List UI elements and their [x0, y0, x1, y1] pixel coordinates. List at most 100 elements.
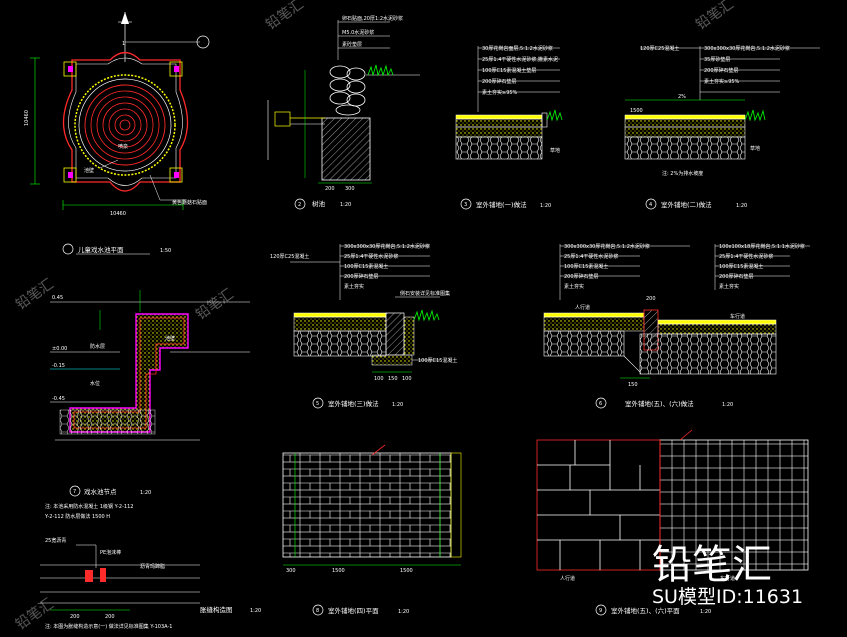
pool-dim-height: 10460	[24, 110, 30, 126]
pool-dim-width: 10460	[110, 211, 126, 217]
road3-dim-2: 150	[388, 376, 398, 382]
joint-note: 注: 本图为胀缝构造示意(一) 做法详见标准图集 Y-103A-1	[45, 623, 172, 630]
joint-label-3: 沥青玛蹄脂	[140, 563, 165, 570]
joint-title: 胀缝构造图	[200, 605, 233, 614]
plan56-title: 室外铺地(五)、(六)平面	[611, 606, 680, 615]
plan56-scale: 1:20	[700, 609, 711, 615]
road56-labelL: 人行道	[575, 304, 590, 311]
joint-detail	[40, 544, 200, 611]
road56-title: 室外铺地(五)、(六)做法	[625, 399, 694, 408]
callout-9: 9	[599, 608, 602, 614]
road56-R4: 200厚碎石垫层	[719, 273, 754, 280]
callout-7: 7	[73, 489, 76, 495]
road2-scale: 1:20	[736, 203, 747, 209]
section-level-1: 0.45	[52, 295, 63, 301]
pool-title: 儿童戏水池平面	[78, 245, 124, 254]
joint-dim-2: 200	[105, 614, 115, 620]
section-label-2: 防水层	[90, 343, 105, 350]
callout-8: 8	[316, 608, 319, 614]
wall-section	[267, 20, 420, 210]
road3-bottom: 100厚C15混凝土	[418, 357, 457, 364]
section-level-3: -0.15	[52, 363, 65, 369]
callout-6: 6	[599, 401, 602, 407]
callout-5: 5	[316, 401, 319, 407]
road3-layer-3: 100厚C15素混凝土	[344, 263, 388, 270]
svg-text:铅笔汇: 铅笔汇	[263, 0, 307, 33]
pool-plan	[30, 12, 210, 255]
section-level-4: -0.45	[52, 396, 65, 402]
road3-scale: 1:20	[392, 402, 403, 408]
road3-dim-3: 100	[402, 376, 412, 382]
road3-layer-5: 素土夯实	[344, 283, 364, 290]
road56-R2: 25厚1:4干硬性水泥砂浆	[719, 253, 773, 260]
watermark-brand: 铅笔汇	[652, 542, 772, 588]
joint-label-1: 25宽沥青	[45, 537, 66, 544]
road56-L1: 300x300x30厚花岗岩,5:1:2水泥砂浆	[564, 243, 650, 250]
pool-scale: 1:50	[160, 248, 171, 254]
pool-label-center: 喷泉	[118, 143, 128, 150]
plan4-scale: 1:20	[398, 609, 409, 615]
road56-section	[543, 244, 810, 409]
section-note-1: 注: 本池采用防水混凝土 1级钢 Y-2-112	[45, 503, 133, 510]
callout-3: 3	[464, 202, 467, 208]
plan56	[536, 429, 809, 616]
callout-2: 2	[298, 202, 301, 208]
callout-1: 1	[122, 41, 125, 47]
section-label-1: 池壁	[165, 335, 175, 342]
road2-dim: 1500	[630, 108, 643, 114]
joint-scale: 1:20	[250, 608, 261, 614]
plan56-labelL: 人行道	[560, 575, 575, 582]
pool-label-edge: 池壁	[84, 167, 94, 174]
road56-L3: 100厚C15素混凝土	[564, 263, 608, 270]
road56-scale: 1:20	[722, 402, 733, 408]
plan4	[282, 444, 462, 616]
text-layer: 儿童戏水池平面 1:50 10460 10460 喷泉 池壁 黄色蘑菇石贴面 1…	[24, 15, 805, 630]
road56-L4: 200厚碎石垫层	[564, 273, 599, 280]
road2-layer-1: 120厚C25混凝土	[640, 45, 679, 52]
plan4-dim-2: 1500	[332, 568, 345, 574]
plan4-dim-1: 300	[286, 568, 296, 574]
road56-R3: 100厚C15素混凝土	[719, 263, 763, 270]
road2-title: 室外铺地(二)做法	[661, 200, 712, 209]
section-scale: 1:20	[140, 490, 151, 496]
road3-title: 室外铺地(三)做法	[328, 399, 379, 408]
road1-layer-4: 200厚碎石垫层	[482, 78, 517, 85]
svg-text:铅笔汇: 铅笔汇	[193, 286, 237, 323]
road1-layer-3: 100厚C15素混凝土垫层	[482, 67, 536, 74]
road2-ground: 草地	[750, 145, 760, 152]
road2-slope: 2%	[678, 94, 686, 100]
road56-R5: 素土夯实	[719, 283, 739, 290]
road56-L2: 25厚1:4干硬性水泥砂浆	[564, 253, 618, 260]
road2-section	[624, 46, 820, 210]
pool-label-right: 黄色蘑菇石贴面	[172, 199, 207, 206]
road1-layer-5: 素土夯实≥95%	[482, 89, 518, 96]
wall-scale: 1:20	[340, 202, 351, 208]
section-title: 戏水池节点	[84, 487, 117, 496]
wall-title: 树池	[312, 199, 326, 208]
road3-section	[290, 244, 440, 409]
road1-layer-2: 25厚1:4干硬性水泥砂浆,撒素水泥	[482, 56, 558, 63]
road3-left: 120厚C25混凝土	[270, 253, 309, 260]
road3-layer-1: 300x300x30厚花岗岩,5:1:2水泥砂浆	[344, 243, 430, 250]
wall-note-1: 卵石贴面,20厚1:2水泥砂浆	[342, 15, 403, 22]
svg-text:铅笔汇: 铅笔汇	[693, 0, 737, 33]
road2-note: 注: 2%为排水坡度	[662, 170, 703, 177]
wall-dim-1: 200	[325, 186, 335, 192]
road3-layer-4: 200厚碎石垫层	[344, 273, 379, 280]
wall-dim-2: 300	[345, 186, 355, 192]
road1-ground: 草地	[550, 147, 560, 154]
watermark-id: SU模型ID:11631	[652, 586, 803, 608]
road1-section	[455, 46, 563, 210]
road2-layer-5: 素土夯实≥95%	[704, 78, 740, 85]
section-level-2: ±0.00	[52, 346, 67, 352]
callout-4: 4	[649, 202, 652, 208]
road1-title: 室外铺地(一)做法	[476, 200, 527, 209]
road56-dim-2: 200	[646, 296, 656, 302]
plan4-dim-3: 1500	[400, 568, 413, 574]
road2-layer-2: 300x300x30厚花岗岩,5:1:2水泥砂浆	[704, 45, 790, 52]
road56-L5: 素土夯实	[564, 283, 584, 290]
road2-layer-4: 200厚碎石垫层	[704, 67, 739, 74]
plan56-labelR: 车行道	[720, 575, 735, 582]
road3-dim-1: 100	[374, 376, 384, 382]
road3-side: 侧石安装详见标准图集	[400, 290, 450, 297]
